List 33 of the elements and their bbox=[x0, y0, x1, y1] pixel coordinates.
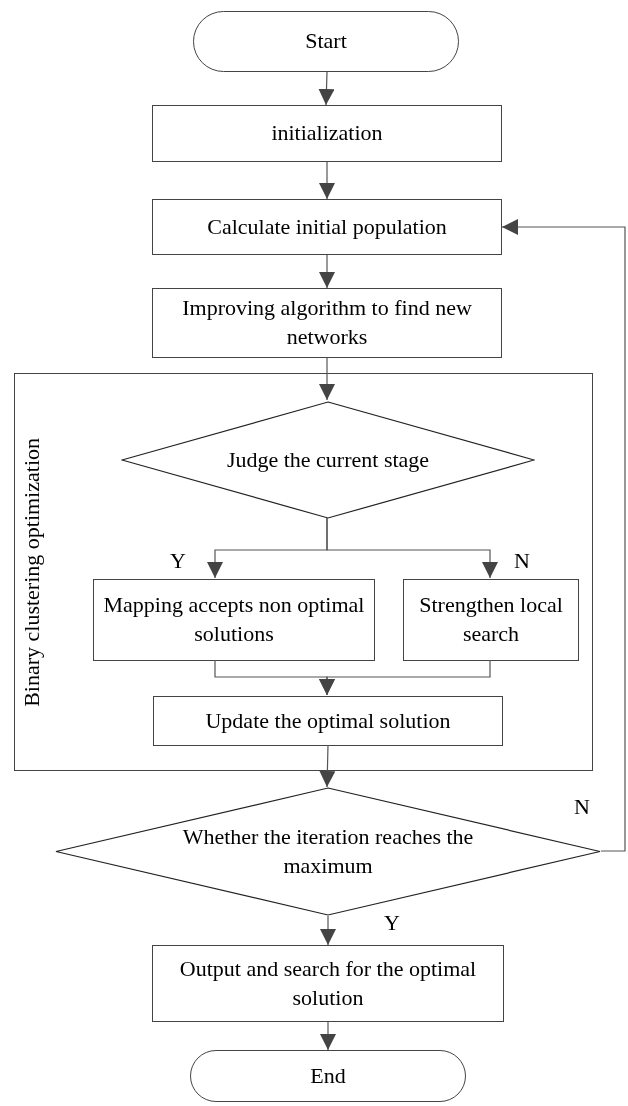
group-title: Binary clustering optimization bbox=[21, 437, 43, 707]
node-label: Judge the current stage bbox=[226, 445, 430, 474]
decision-diamond bbox=[121, 401, 535, 519]
arrow bbox=[319, 744, 336, 788]
node-label: Whether the iteration reaches the maximum bbox=[181, 822, 475, 880]
process-box bbox=[152, 288, 502, 358]
arrow bbox=[320, 915, 336, 946]
arrow bbox=[326, 517, 498, 579]
process-box bbox=[152, 945, 504, 1022]
process-box bbox=[152, 199, 502, 255]
node-label: Strengthen local search bbox=[418, 591, 564, 648]
process-box bbox=[153, 696, 503, 746]
node-label: Improving algorithm to find new networks bbox=[181, 294, 473, 351]
arrow bbox=[320, 1021, 336, 1051]
arrow bbox=[319, 254, 335, 289]
arrow bbox=[319, 161, 335, 200]
process-box bbox=[403, 579, 579, 661]
arrow bbox=[318, 71, 335, 106]
arrow bbox=[319, 357, 335, 401]
arrow bbox=[319, 659, 491, 696]
decision-diamond bbox=[55, 787, 601, 916]
process-box bbox=[152, 105, 502, 162]
terminal-shape bbox=[190, 1050, 466, 1102]
node-label: Update the optimal solution bbox=[204, 706, 452, 735]
node-label: initialization bbox=[270, 119, 384, 148]
node-label: Mapping accepts non optimal solutions bbox=[102, 591, 366, 648]
node-label: End bbox=[309, 1061, 347, 1090]
node-label: Output and search for the optimal solution bbox=[178, 954, 478, 1012]
arrow bbox=[501, 219, 626, 852]
group-frame bbox=[14, 373, 593, 771]
node-label: Start bbox=[304, 27, 348, 56]
node-label: Calculate initial population bbox=[206, 212, 448, 241]
process-box bbox=[93, 579, 375, 661]
